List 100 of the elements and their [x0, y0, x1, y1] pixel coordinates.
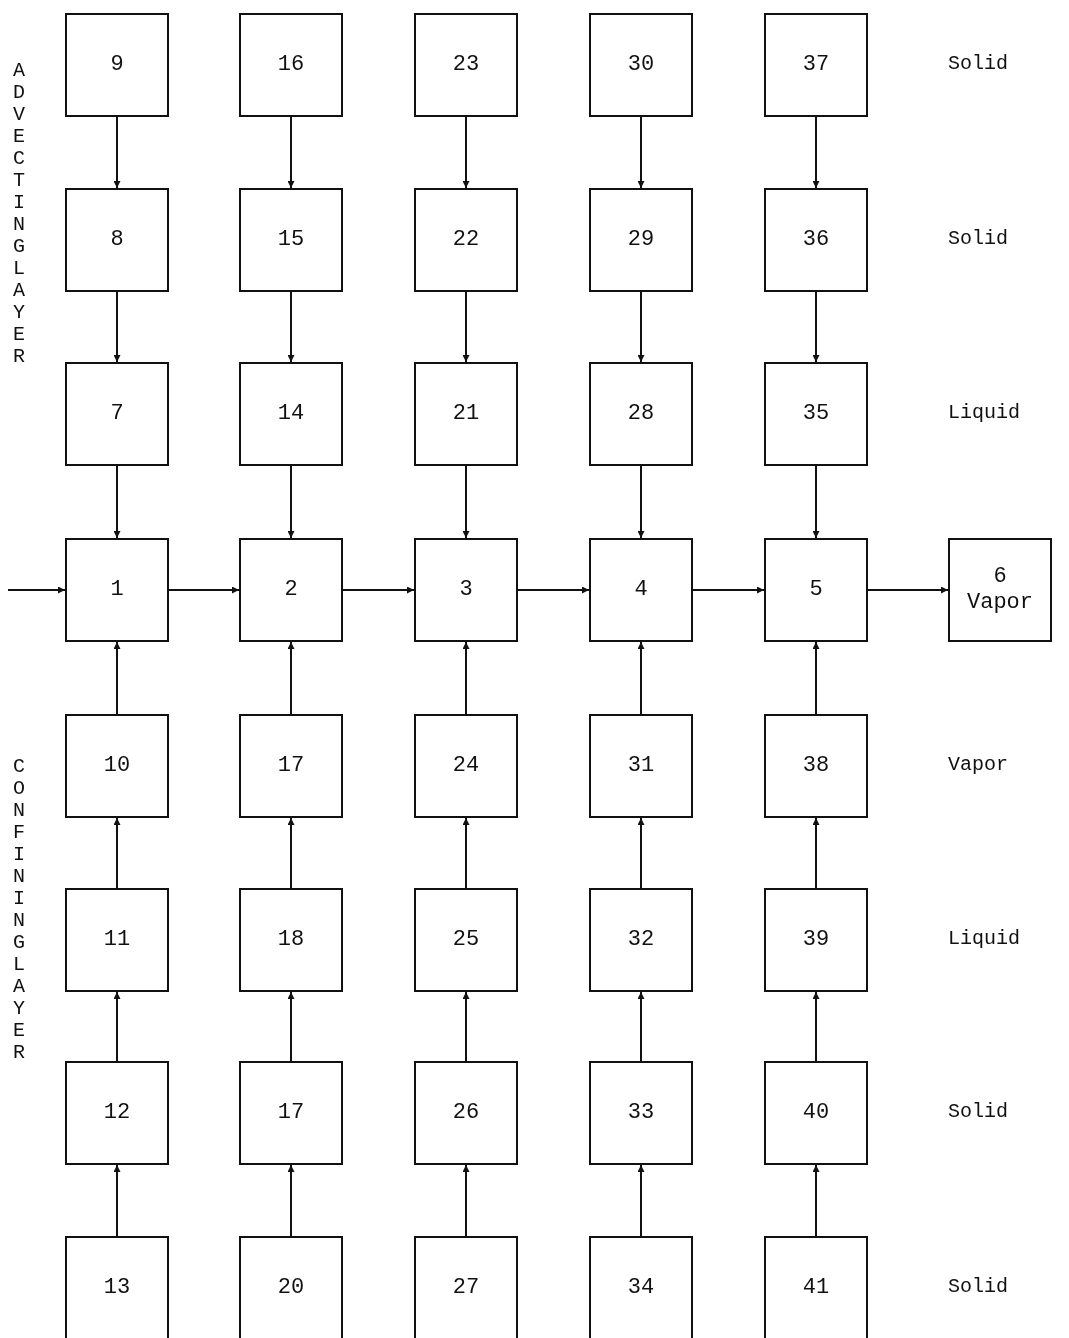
box-number: 29 — [627, 226, 655, 254]
box-number: 26 — [452, 1099, 480, 1127]
arrow — [517, 586, 590, 594]
box-number: 32 — [627, 926, 655, 954]
process-box — [414, 1061, 518, 1165]
process-box — [589, 13, 693, 117]
arrow — [462, 116, 470, 189]
process-box — [948, 538, 1052, 642]
box-number: 16 — [277, 51, 305, 79]
process-box — [764, 888, 868, 992]
arrow — [462, 991, 470, 1062]
arrow — [113, 641, 121, 715]
arrow — [812, 291, 820, 363]
box-number: 36 — [802, 226, 830, 254]
arrow — [113, 116, 121, 189]
arrow — [637, 991, 645, 1062]
box-number: 30 — [627, 51, 655, 79]
arrow — [113, 1164, 121, 1237]
box-number: 1 — [110, 576, 124, 604]
process-box — [239, 538, 343, 642]
box-number: 5 — [809, 576, 823, 604]
arrow — [113, 991, 121, 1062]
process-box — [414, 538, 518, 642]
process-box — [414, 13, 518, 117]
box-number: 38 — [802, 752, 830, 780]
box-number: 13 — [103, 1274, 131, 1302]
process-box — [65, 888, 169, 992]
process-box — [764, 1236, 868, 1338]
arrow — [462, 1164, 470, 1237]
arrow — [287, 465, 295, 539]
box-number: 11 — [103, 926, 131, 954]
arrow — [812, 465, 820, 539]
box-number: 15 — [277, 226, 305, 254]
arrow — [637, 641, 645, 715]
arrow — [168, 586, 240, 594]
process-box — [764, 13, 868, 117]
box-number: Vapor — [967, 590, 1033, 617]
box-number: 17 — [277, 1099, 305, 1127]
process-box — [239, 1236, 343, 1338]
arrow — [812, 116, 820, 189]
process-box — [764, 1061, 868, 1165]
arrow — [637, 291, 645, 363]
box-number: 39 — [802, 926, 830, 954]
phase-label: Vapor — [948, 753, 1008, 776]
box-number: 35 — [802, 400, 830, 428]
box-number: 24 — [452, 752, 480, 780]
process-box — [764, 538, 868, 642]
arrow — [812, 817, 820, 889]
arrow — [342, 586, 415, 594]
layer-label: CONFINING LAYER — [13, 756, 25, 1064]
arrow — [867, 586, 949, 594]
box-number: 25 — [452, 926, 480, 954]
process-box — [65, 1061, 169, 1165]
phase-label: Solid — [948, 1275, 1008, 1298]
box-number: 31 — [627, 752, 655, 780]
arrow — [287, 991, 295, 1062]
process-box — [65, 188, 169, 292]
phase-label: Solid — [948, 52, 1008, 75]
box-number: 18 — [277, 926, 305, 954]
arrow — [113, 465, 121, 539]
arrow — [462, 641, 470, 715]
process-box — [239, 888, 343, 992]
arrow — [113, 817, 121, 889]
arrow — [287, 1164, 295, 1237]
box-number: 40 — [802, 1099, 830, 1127]
process-box — [239, 362, 343, 466]
arrow — [462, 465, 470, 539]
box-number: 20 — [277, 1274, 305, 1302]
arrow — [692, 586, 765, 594]
phase-label: Solid — [948, 1100, 1008, 1123]
box-number: 27 — [452, 1274, 480, 1302]
box-number: 28 — [627, 400, 655, 428]
box-number: 23 — [452, 51, 480, 79]
process-box — [589, 888, 693, 992]
arrow — [812, 641, 820, 715]
arrow — [637, 465, 645, 539]
box-number: 4 — [634, 576, 648, 604]
box-number: 2 — [284, 576, 298, 604]
process-box — [239, 13, 343, 117]
arrow — [637, 1164, 645, 1237]
box-number: 37 — [802, 51, 830, 79]
process-box — [65, 538, 169, 642]
process-box — [65, 13, 169, 117]
phase-label: Liquid — [948, 401, 1020, 424]
arrow — [7, 586, 66, 594]
process-box — [589, 538, 693, 642]
box-number: 17 — [277, 752, 305, 780]
arrow — [287, 817, 295, 889]
arrow — [287, 291, 295, 363]
arrow — [287, 641, 295, 715]
process-box — [414, 362, 518, 466]
phase-label: Liquid — [948, 927, 1020, 950]
box-number: 34 — [627, 1274, 655, 1302]
process-box — [414, 714, 518, 818]
process-box — [65, 714, 169, 818]
process-box — [239, 714, 343, 818]
arrow — [812, 1164, 820, 1237]
box-number: 8 — [110, 226, 124, 254]
process-box — [764, 362, 868, 466]
phase-label: Solid — [948, 227, 1008, 250]
